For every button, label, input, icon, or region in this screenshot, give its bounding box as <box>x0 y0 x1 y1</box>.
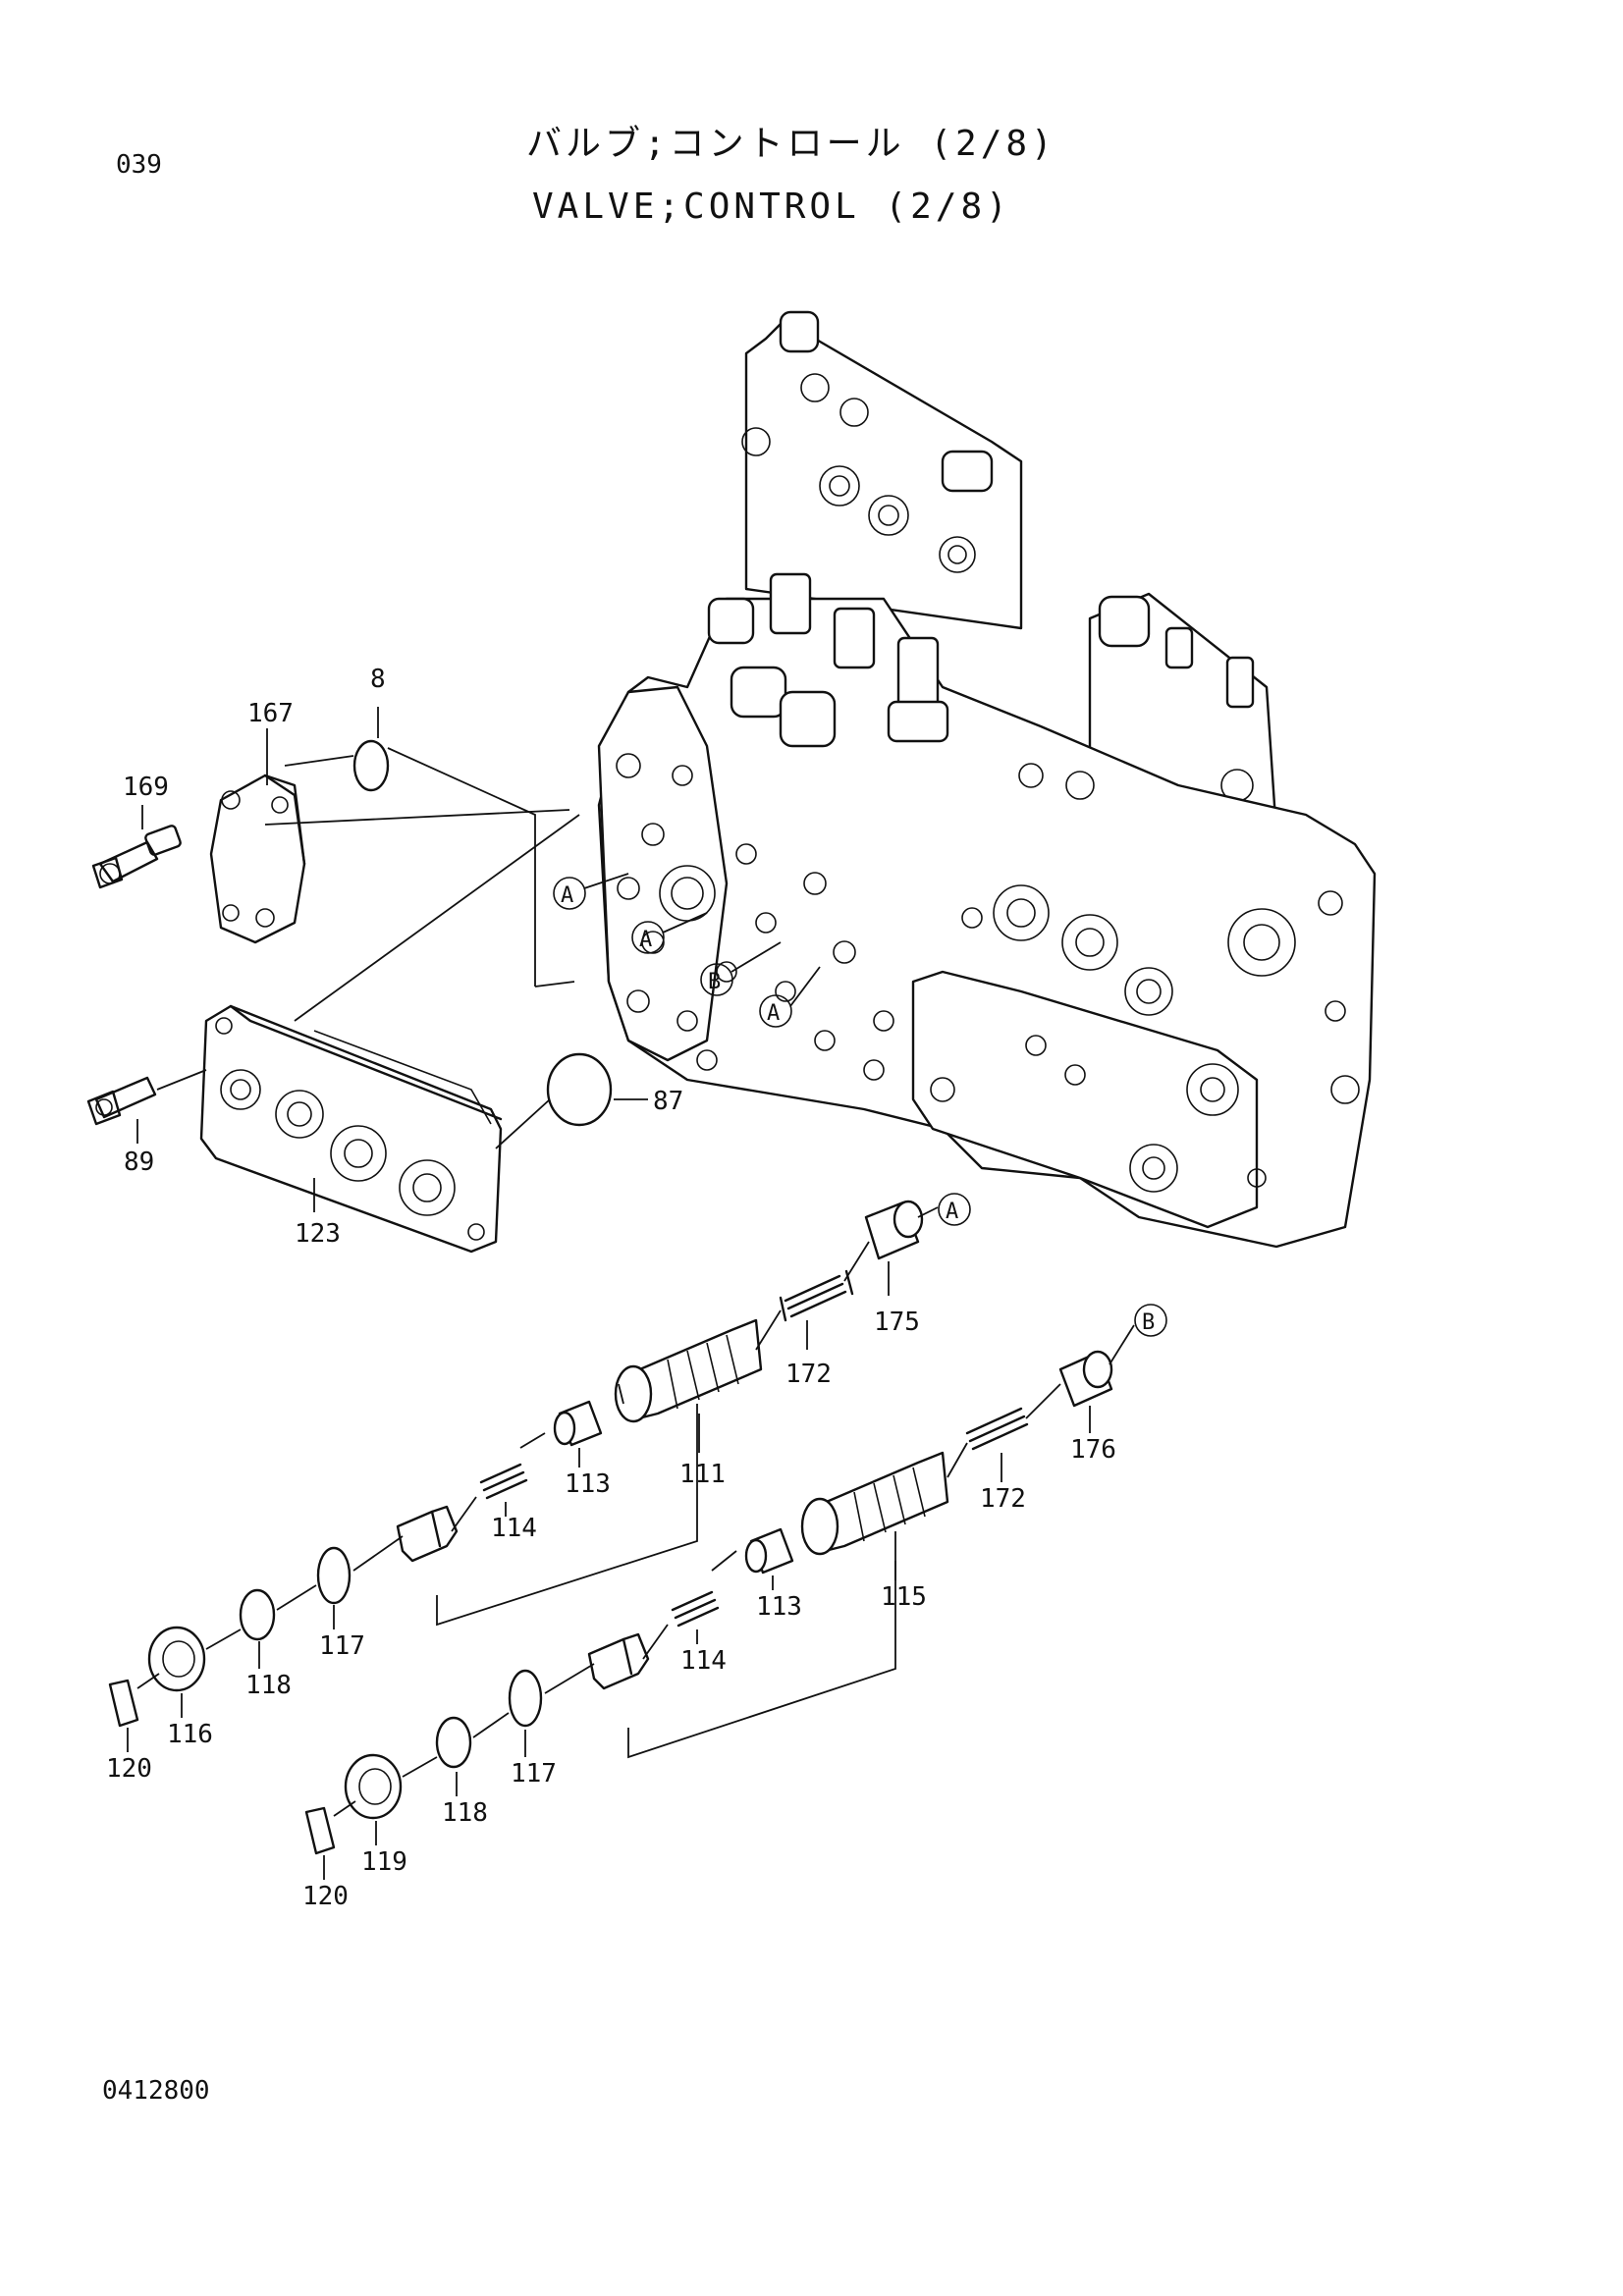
label-118-a: 118 <box>245 1671 292 1700</box>
ref-marker-b-1: B <box>700 941 782 996</box>
o-ring-117-a <box>316 1546 352 1605</box>
label-167: 167 <box>247 699 294 728</box>
svg-text:A: A <box>946 1200 958 1224</box>
plug-116 <box>147 1626 206 1692</box>
label-176: 176 <box>1070 1435 1116 1465</box>
cover-plate-167 <box>209 774 306 944</box>
backup-ring-118-a <box>239 1588 276 1641</box>
o-ring-8 <box>352 739 390 792</box>
retaining-clip-120-b <box>304 1806 336 1855</box>
ref-marker-a-175: A <box>938 1193 971 1226</box>
cover-plate-123 <box>199 1004 503 1254</box>
label-113-a: 113 <box>565 1469 611 1499</box>
svg-text:A: A <box>767 1001 780 1026</box>
label-120-a: 120 <box>106 1754 152 1784</box>
label-120-b: 120 <box>302 1882 349 1911</box>
ref-marker-a-3: A <box>759 966 821 1028</box>
sleeve-115 <box>800 1451 949 1556</box>
label-118-b: 118 <box>442 1798 488 1828</box>
seat-113-a <box>553 1400 603 1447</box>
label-114-a: 114 <box>491 1514 537 1543</box>
label-117-b: 117 <box>511 1759 557 1789</box>
svg-text:B: B <box>1142 1310 1155 1335</box>
label-89: 89 <box>124 1148 154 1177</box>
label-172-a: 172 <box>785 1360 832 1389</box>
plug-119 <box>344 1753 403 1820</box>
poppet-b <box>587 1632 650 1690</box>
sleeve-111 <box>614 1318 763 1423</box>
title-english: VALVE;CONTROL (2/8) <box>532 187 1011 227</box>
spring-172-b <box>965 1407 1029 1451</box>
label-172-b: 172 <box>980 1484 1026 1514</box>
ref-marker-a-2: A <box>631 912 708 954</box>
part-number-labels: 8 167 169 87 89 123 175 172 111 113 114 … <box>106 665 1116 1911</box>
plug-176 <box>1058 1350 1113 1408</box>
svg-text:A: A <box>639 928 652 952</box>
title-japanese: バルブ;コントロール (2/8) <box>526 124 1056 164</box>
svg-text:A: A <box>561 883 573 908</box>
socket-bolt-89 <box>86 1076 157 1126</box>
label-113-b: 113 <box>756 1592 802 1622</box>
o-ring-87 <box>546 1052 613 1127</box>
plug-175 <box>864 1200 924 1260</box>
label-117-a: 117 <box>319 1631 365 1661</box>
socket-bolt-169 <box>91 825 182 889</box>
label-175: 175 <box>874 1308 920 1337</box>
drawing-number: 0412800 <box>102 2076 210 2106</box>
label-111: 111 <box>679 1460 726 1489</box>
label-119: 119 <box>361 1847 407 1877</box>
label-8: 8 <box>370 665 386 694</box>
label-123: 123 <box>295 1219 341 1249</box>
ref-marker-a-1: A <box>553 873 629 910</box>
label-114-b: 114 <box>680 1646 727 1676</box>
label-169: 169 <box>123 773 169 802</box>
spring-114-b <box>671 1590 720 1628</box>
ref-marker-b-176: B <box>1134 1304 1167 1337</box>
retaining-clip-120-a <box>108 1679 139 1728</box>
control-valve-body <box>597 310 1377 1249</box>
label-115: 115 <box>881 1582 927 1612</box>
backup-ring-118-b <box>435 1716 472 1769</box>
svg-text:B: B <box>708 970 721 994</box>
spring-172-a <box>779 1269 854 1322</box>
seat-113-b <box>744 1527 794 1575</box>
poppet-a <box>396 1505 459 1563</box>
spring-114-a <box>479 1463 528 1500</box>
page-code: 039 <box>116 150 162 180</box>
label-116: 116 <box>167 1720 213 1749</box>
label-87: 87 <box>653 1087 683 1116</box>
o-ring-117-b <box>508 1669 543 1728</box>
